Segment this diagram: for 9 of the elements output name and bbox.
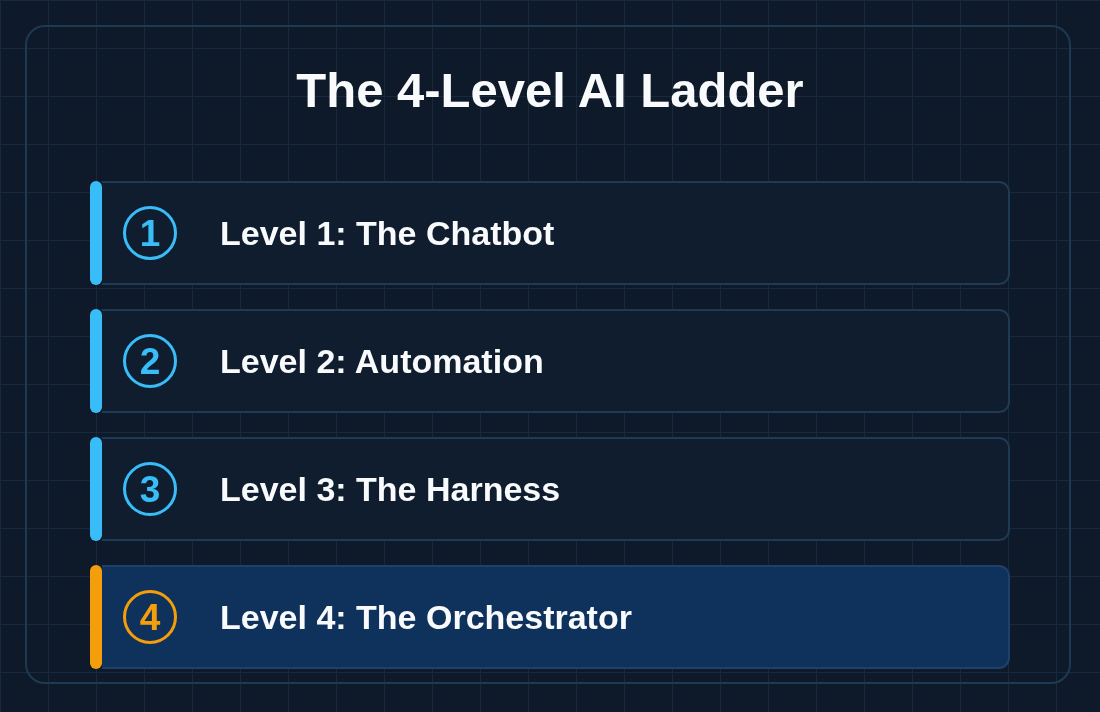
level-title: Level 3: The Harness <box>220 468 561 510</box>
number-circle: 1 <box>123 206 177 260</box>
level-title: Level 4: The Orchestrator <box>220 596 632 638</box>
number-circle: 3 <box>123 462 177 516</box>
title: The 4-Level AI Ladder <box>295 62 805 118</box>
level-title: Level 1: The Chatbot <box>220 212 555 254</box>
number-circle: 4 <box>123 590 177 644</box>
number-circle: 2 <box>123 334 177 388</box>
level-title: Level 2: Automation <box>220 340 544 382</box>
